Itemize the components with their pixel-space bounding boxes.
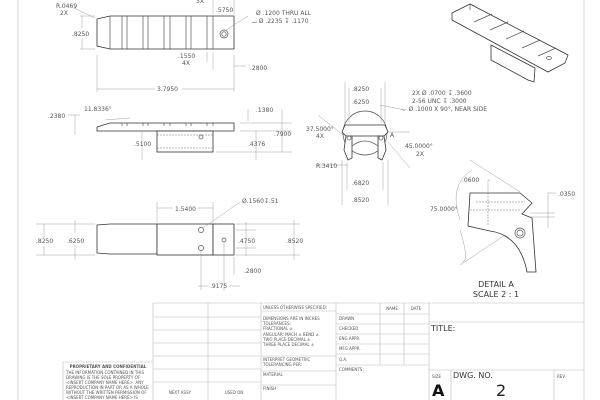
- dim-5750: .5750: [216, 7, 233, 14]
- two-place-tolerance: TWO PLACE DECIMAL ±: [262, 337, 310, 342]
- dim-2800: .2800: [244, 268, 261, 275]
- dim-count-2x: 2X: [416, 151, 424, 158]
- dim-count-4x: 4X: [182, 60, 190, 67]
- hole-note-line1: 2X Ø .0700 ↧ .3600: [412, 90, 472, 97]
- proprietary-line: <INSERT COMPANY NAME HERE> IS: [66, 395, 138, 400]
- dim-radius: R.0469: [56, 3, 77, 10]
- front-view: A .8250 .6250 37.5000° 4X R.3410 45.0000…: [306, 82, 487, 205]
- hole-note-line2: ⌴ Ø .2235 ↧ .1170: [252, 18, 309, 25]
- dim-angle-75: 75.0000°: [430, 206, 458, 213]
- three-place-tolerance: THREE PLACE DECIMAL ±: [262, 342, 314, 347]
- dim-count-4x: 4X: [316, 133, 324, 140]
- isometric-view: [451, 3, 569, 83]
- counterbore-hole-icon: [219, 29, 229, 39]
- finish-label: FINISH: [263, 386, 276, 391]
- side-view: .2380 11.8336° .1380 .7900 .5100 .4376: [48, 106, 292, 160]
- dim-r3410: R.3410: [316, 163, 337, 170]
- detail-a-view: .0600 .0350 75.0000° DETAIL A SCALE 2 : …: [430, 159, 575, 299]
- hole-note-line1: Ø .1200 THRU ALL: [256, 10, 312, 17]
- dim-2380: .2380: [48, 113, 65, 120]
- date-header: DATE: [411, 306, 422, 311]
- tolerances-label: TOLERANCES:: [262, 321, 291, 326]
- dim-6250: .6250: [67, 238, 84, 245]
- dim-5100: .5100: [134, 141, 151, 148]
- dim-4376: .4376: [248, 141, 265, 148]
- mfg-appr-label: MFG APPR.: [339, 346, 361, 351]
- top-view: R.0469 2X 3X .5750 .8250 .1550 4X .2800 …: [56, 0, 312, 93]
- dwg-no-label: DWG. NO.: [453, 371, 493, 380]
- dim-1550: .1550: [178, 53, 195, 60]
- tolerancing-per: TOLERANCING PER:: [262, 362, 302, 367]
- size-value: A: [432, 381, 445, 400]
- hole-note-line3: ⌵ Ø .1000 X 90°, NEAR SIDE: [402, 106, 487, 113]
- dim-6250: .6250: [352, 99, 369, 106]
- name-header: NAME: [386, 306, 398, 311]
- dim-angle-45: 45.0000°: [405, 143, 433, 150]
- comments-label: COMMENTS:: [339, 367, 364, 372]
- material-label: MATERIAL: [263, 372, 284, 377]
- dim-0350: .0350: [558, 191, 575, 198]
- dim-0600: .0600: [462, 177, 479, 184]
- dim-8250: .8250: [72, 31, 89, 38]
- dim-6820: .6820: [352, 180, 369, 187]
- dim-1-5400: 1.5400: [175, 206, 196, 213]
- dim-8250: .8250: [352, 86, 369, 93]
- unless-specified: UNLESS OTHERWISE SPECIFIED:: [263, 305, 327, 310]
- dim-7900: .7900: [274, 131, 291, 138]
- threaded-hole-icon: [514, 227, 526, 239]
- dwg-no-value: 2: [496, 381, 506, 400]
- dim-8250: .8250: [36, 238, 53, 245]
- detail-a-title: DETAIL A: [478, 280, 514, 289]
- dim-8520: .8520: [286, 238, 303, 245]
- title-label: TITLE:: [430, 324, 455, 333]
- proprietary-line: DRAWING IS THE SOLE PROPERTY OF: [66, 375, 141, 380]
- dim-9175: .9175: [210, 283, 227, 290]
- dim-3795: 3.7950: [157, 86, 178, 93]
- proprietary-line: WITHOUT THE WRITTEN PERMISSION OF: [66, 390, 147, 395]
- detail-a-marker: A: [390, 132, 395, 139]
- qa-label: Q.A.: [339, 357, 347, 362]
- hole-icon: [198, 227, 204, 233]
- proprietary-line: <INSERT COMPANY NAME HERE>. ANY: [66, 380, 144, 385]
- angular-tolerance: ANGULAR: MACH ± BEND ±: [263, 332, 319, 337]
- used-on-label: USED ON: [225, 390, 244, 395]
- dim-1380: .1380: [256, 107, 273, 114]
- proprietary-line: THE INFORMATION CONTAINED IN THIS: [65, 370, 144, 375]
- dim-2800: .2800: [250, 65, 267, 72]
- fractional-tolerance: FRACTIONAL ±: [263, 326, 293, 331]
- dim-4750: .4750: [238, 238, 255, 245]
- dim-8520: .8520: [352, 197, 369, 204]
- proprietary-heading: PROPRIETARY AND CONFIDENTIAL: [70, 364, 147, 369]
- dim-angle-11: 11.8336°: [84, 106, 112, 113]
- next-assy-label: NEXT ASSY: [169, 390, 192, 395]
- drawn-label: DRAWN: [339, 316, 354, 321]
- dim-radius-count: 2X: [60, 10, 68, 17]
- dim-angle-37: 37.5000°: [306, 126, 334, 133]
- dim-count-3x: 3X: [196, 0, 204, 5]
- bottom-view: 1.5400 Ø.1560↧.51 .8250 .6250 .4750 .852…: [36, 198, 303, 290]
- interpret-geometric: INTERPRET GEOMETRIC: [263, 357, 311, 362]
- detail-a-scale: SCALE 2 : 1: [473, 290, 519, 299]
- proprietary-block: PROPRIETARY AND CONFIDENTIAL THE INFORMA…: [62, 361, 153, 400]
- checked-label: CHECKED: [339, 326, 358, 331]
- proprietary-line: REPRODUCTION IN PART OR AS A WHOLE: [66, 385, 149, 390]
- title-block: UNLESS OTHERWISE SPECIFIED: DIMENSIONS A…: [152, 302, 584, 400]
- hole-note-line2: 2-56 UNC ↧ .3000: [412, 98, 467, 105]
- dims-inches-note: DIMENSIONS ARE IN INCHES: [263, 316, 320, 321]
- eng-appr-label: ENG APPR.: [339, 336, 360, 341]
- size-label: SIZE: [432, 374, 441, 379]
- rev-label: REV: [557, 374, 565, 379]
- hole-callout-text: Ø.1560↧.51: [242, 198, 279, 205]
